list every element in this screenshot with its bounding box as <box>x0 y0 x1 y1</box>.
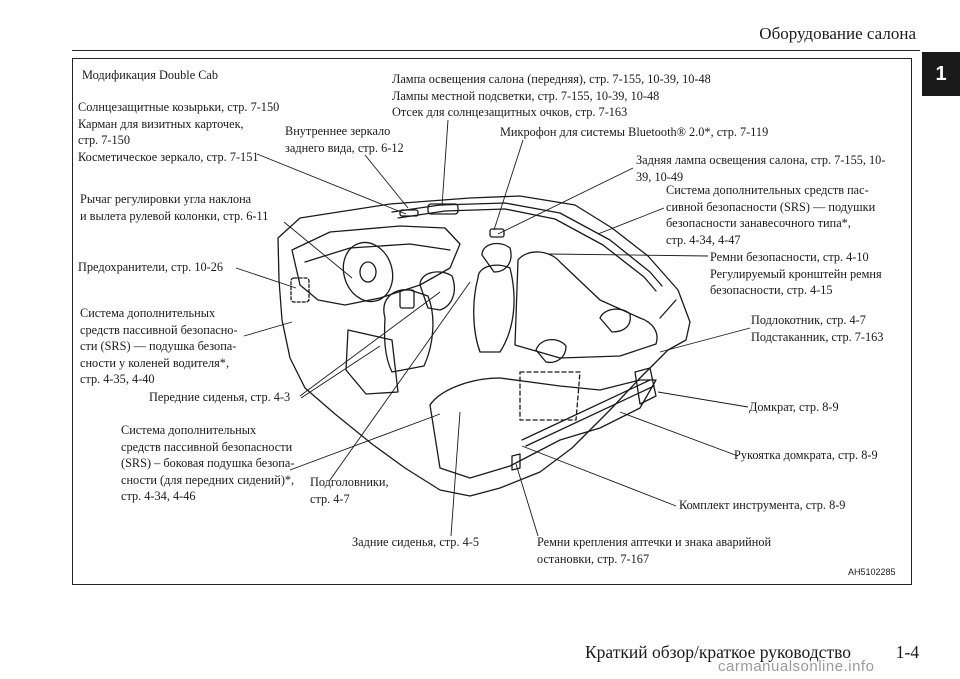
callout-rear-seats: Задние сиденья, стр. 4-5 <box>352 535 479 549</box>
callout-front-lamp: Лампа освещения салона (передняя), стр. … <box>392 72 711 119</box>
section-title: Оборудование салона <box>759 24 916 43</box>
callout-front-seats: Передние сиденья, стр. 4-3 <box>149 390 291 404</box>
watermark: carmanualsonline.info <box>718 658 875 675</box>
callout-microphone: Микрофон для системы Bluetooth® 2.0*, ст… <box>500 125 769 139</box>
callout-side-airbag: Система дополнительных средств пассивной… <box>121 423 295 503</box>
variant-label: Модификация Double Cab <box>82 68 219 82</box>
cabin-drawing <box>277 195 691 497</box>
guide-title: Краткий обзор/краткое руководство <box>585 642 851 662</box>
figure-frame <box>72 58 912 585</box>
callout-fuses: Предохранители, стр. 10-26 <box>78 260 224 274</box>
leader-lines <box>235 119 751 537</box>
callout-armrest: Подлокотник, стр. 4-7 Подстаканник, стр.… <box>751 313 884 344</box>
callout-curtain-airbag: Система дополнительных средств пас- сивн… <box>666 183 876 247</box>
callout-rear-lamp: Задняя лампа освещения салона, стр. 7-15… <box>636 153 886 184</box>
chapter-tab[interactable]: 1 <box>922 52 960 96</box>
callout-belts: Ремни безопасности, стр. 4-10 Регулируем… <box>710 250 882 297</box>
callout-tool-kit: Комплект инструмента, стр. 8-9 <box>679 498 846 512</box>
footer: Краткий обзор/краткое руководство 1-4 <box>585 642 919 663</box>
callout-jack: Домкрат, стр. 8-9 <box>749 400 839 414</box>
callout-kit-straps: Ремни крепления аптечки и знака аварийно… <box>537 535 772 566</box>
callout-mirror: Внутреннее зеркало заднего вида, стр. 6-… <box>285 124 404 155</box>
callout-knee-airbag: Система дополнительных средств пассивной… <box>80 306 238 386</box>
callout-sun-visors: Солнцезащитные козырьки, стр. 7-150 Карм… <box>78 100 280 164</box>
callout-steering-lever: Рычаг регулировки угла наклона и вылета … <box>80 192 269 223</box>
header-rule <box>72 50 920 51</box>
callout-jack-handle: Рукоятка домкрата, стр. 8-9 <box>734 448 878 462</box>
page-number: 1-4 <box>895 642 920 662</box>
figure-id: AH5102285 <box>848 567 896 577</box>
callout-headrests: Подголовники, стр. 4-7 <box>310 475 389 506</box>
